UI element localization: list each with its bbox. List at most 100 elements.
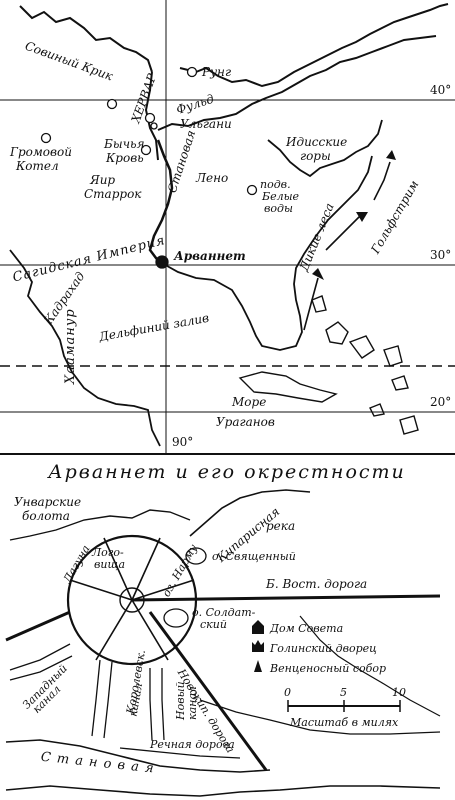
gulfstream-arrow-2 — [325, 215, 361, 251]
label-o-svyashch: о. Священный — [212, 550, 296, 563]
northern-border — [19, 5, 153, 73]
island-soldatsky — [163, 608, 189, 628]
scale-label-10: 10 — [392, 686, 406, 699]
island-1 — [238, 371, 338, 403]
label-bychya: Бычья — [103, 137, 145, 151]
label-logo: Лого- — [91, 546, 124, 559]
legend-label-1: Голинский дворец — [269, 642, 377, 655]
gulfstream-arrow-1-head — [312, 268, 324, 280]
label-sobolny-krik: Совиный Крик — [23, 39, 115, 84]
label-stanovaya: Становая — [165, 128, 198, 194]
island-2 — [325, 321, 349, 345]
label-idisskie: Идисские — [285, 135, 347, 149]
island-3 — [348, 335, 375, 359]
legend: Дом Совета Голинский дворец Венценосный … — [252, 620, 386, 675]
lower-map — [5, 489, 441, 797]
label-leno: Лено — [195, 171, 228, 185]
northeast-border — [179, 3, 449, 88]
lower-labels: Унварские болота Лагуна Кипарисная река … — [14, 495, 367, 777]
coastline-gulf — [159, 155, 373, 351]
lon-label-90: 90° — [172, 435, 193, 449]
town-fuld-2 — [150, 122, 158, 130]
island-4 — [383, 345, 403, 367]
lat-label-40: 40° — [430, 83, 451, 97]
label-uraganov: Ураганов — [216, 415, 275, 429]
town-sobolny-krik — [106, 98, 118, 110]
stream-2 — [199, 699, 441, 735]
lat-label-20: 20° — [430, 395, 451, 409]
label-novy: Новый — [174, 681, 187, 721]
label-kanal2: канал — [126, 682, 145, 718]
road-radial-1 — [103, 537, 133, 601]
road-radial-6 — [131, 599, 169, 661]
label-starrok: Старрок — [84, 187, 142, 201]
stanovaya-river-lower — [5, 739, 271, 773]
coastline-east — [267, 119, 383, 178]
map-title: Арваннет и его окрестности — [46, 461, 406, 483]
label-stanovaya-lower: С т а н о в а я — [40, 750, 155, 777]
legend-label-0: Дом Совета — [269, 622, 343, 635]
new-canal-2 — [161, 668, 165, 741]
scale-bar: 0 5 10 Масштаб в милях — [284, 686, 406, 729]
royal-canal — [91, 659, 101, 737]
label-o-soldat: о. Солдат- — [192, 606, 256, 619]
west-canal-2 — [9, 655, 73, 681]
town-bychya — [140, 144, 152, 156]
label-rung: Рунг — [201, 65, 231, 79]
label-yair: Яир — [89, 173, 115, 187]
label-delfiniy: Дельфиний залив — [97, 311, 210, 344]
scale-label-0: 0 — [284, 686, 291, 699]
label-laguna: Лагуна — [60, 543, 93, 586]
royal-canal-2 — [103, 661, 113, 739]
label-belye: Белые — [261, 190, 300, 203]
island-6 — [399, 415, 419, 435]
cathedral-icon — [254, 660, 262, 672]
label-b-vost: Б. Вост. дорога — [265, 577, 367, 591]
lat-label-30: 30° — [430, 248, 451, 262]
road-radial-2 — [131, 537, 161, 601]
label-rechnaya: Речная дорога — [149, 738, 235, 751]
road-radial-3 — [69, 579, 133, 601]
label-dikie-lesa: Дикие леса — [296, 201, 336, 274]
coastline-west — [9, 249, 161, 447]
label-krov: Кровь — [105, 151, 144, 165]
label-gromovoy: Громовой — [9, 145, 72, 159]
label-podv: подв. — [260, 178, 291, 191]
gulfstream-arrow-2-head — [356, 212, 368, 222]
label-kanal3: канал — [186, 686, 199, 720]
label-vishcha: вища — [94, 558, 125, 571]
label-bolota: болота — [22, 509, 70, 523]
scale-caption: Масштаб в милях — [289, 716, 399, 729]
ulgani-border — [157, 35, 437, 131]
island-7 — [369, 403, 385, 417]
label-skiy: ский — [200, 618, 227, 631]
road-radial-5 — [95, 599, 133, 661]
island-svyashchenny — [185, 547, 207, 565]
label-golfstrim: Гольфстрим — [368, 178, 422, 257]
west-road — [5, 610, 71, 642]
town-arvannet — [155, 255, 169, 269]
label-sagidskaya: Сагидская Империя — [11, 233, 167, 286]
gulfstream-arrow-3 — [373, 161, 391, 201]
label-ulgani: Ульгани — [180, 117, 232, 131]
label-haamandur: Хааманур — [63, 308, 78, 385]
label-unvarskie: Унварские — [14, 495, 81, 509]
island-5 — [391, 375, 409, 391]
label-more: Море — [231, 395, 266, 409]
stanovaya-river-lower-2 — [5, 785, 441, 797]
town-fuld — [144, 112, 156, 124]
legend-label-2: Венценосный собор — [269, 662, 386, 675]
upper-map — [0, 0, 455, 455]
label-vody: воды — [264, 202, 293, 215]
river-road — [119, 747, 241, 759]
label-kotel: Котел — [15, 159, 59, 173]
island-8 — [311, 295, 327, 313]
road-radial-4 — [131, 579, 195, 601]
swamp-outline — [9, 509, 191, 541]
palace-icon — [252, 640, 264, 652]
town-belye-vody — [246, 184, 258, 196]
label-gory: горы — [300, 149, 331, 163]
label-reka: река — [266, 519, 295, 533]
stanovaya-river — [148, 139, 174, 263]
